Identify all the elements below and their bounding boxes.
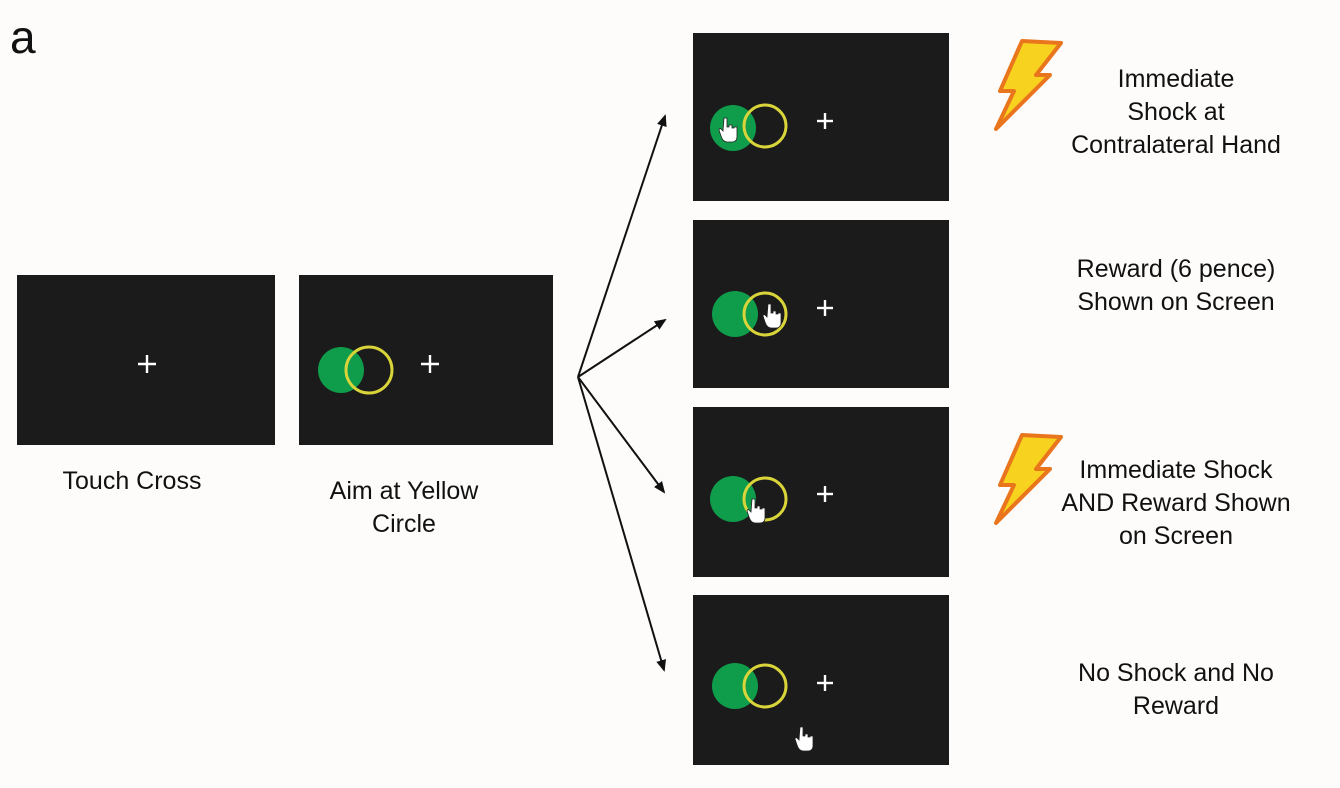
target-display (318, 345, 439, 395)
fixation-cross-icon (817, 113, 833, 129)
yellow-ring-icon (344, 345, 394, 395)
outcome-line: Reward (6 pence) (1076, 255, 1276, 283)
yellow-ring-icon (742, 291, 788, 337)
caption-touch-cross: Touch Cross (62, 467, 202, 495)
outcome-display (710, 103, 833, 151)
outcome-line: Shock at (1127, 98, 1225, 126)
fixation-cross-icon (817, 675, 833, 691)
screen-outcome-none (693, 595, 949, 765)
fixation-cross-icon (138, 355, 156, 373)
outcome-1-label: Immediate Shock at Contralateral Hand (1036, 63, 1316, 162)
outcome-2-label: Reward (6 pence) Shown on Screen (1036, 253, 1316, 319)
fixation-cross-icon (421, 355, 439, 373)
outcome-4-label: No Shock and No Reward (1036, 657, 1316, 723)
outcome-line: No Shock and No (1078, 659, 1274, 687)
outcome-line: Reward (1132, 692, 1220, 720)
screen-outcome-shock-reward (693, 407, 949, 577)
hand-cursor-icon (762, 303, 782, 329)
screen-outcome-reward (693, 220, 949, 388)
arrow-to-outcome-2 (577, 318, 667, 378)
outcome-3-label: Immediate Shock AND Reward Shown on Scre… (1036, 454, 1316, 553)
caption-aim: Aim at Yellow Circle (294, 475, 514, 541)
outcome-line: Immediate (1117, 65, 1235, 93)
outcome-display (710, 476, 833, 524)
outcome-display (712, 663, 833, 752)
hand-cursor-icon (718, 117, 738, 143)
arrow-to-outcome-3 (577, 376, 666, 494)
outcome-line: Contralateral Hand (1071, 131, 1281, 159)
outcome-line: Shown on Screen (1077, 288, 1275, 316)
hand-cursor-icon (794, 726, 814, 752)
hand-cursor-icon (746, 498, 766, 524)
lightning-bolt-icon (994, 39, 1063, 131)
outcome-line: AND Reward Shown (1061, 489, 1291, 517)
yellow-ring-icon (742, 663, 788, 709)
arrow-to-outcome-1 (577, 114, 667, 378)
outcome-line: on Screen (1119, 522, 1233, 550)
fixation-cross-icon (817, 486, 833, 502)
lightning-bolt-icon (994, 433, 1063, 525)
screen-outcome-shock (693, 33, 949, 201)
fixation-cross-icon (817, 300, 833, 316)
caption-aim-line: Circle (372, 510, 436, 538)
fixation-display (138, 355, 156, 373)
green-circle-icon (710, 476, 756, 522)
outcome-line: Immediate Shock (1079, 456, 1273, 484)
arrow-to-outcome-4 (577, 376, 666, 672)
green-circle-icon (318, 347, 364, 393)
panel-label: a (10, 11, 36, 63)
caption-aim-line: Aim at Yellow (329, 477, 479, 505)
screen-touch-cross (17, 275, 275, 445)
outcome-display (712, 291, 833, 337)
yellow-ring-icon (742, 103, 788, 149)
screen-aim (299, 275, 553, 445)
